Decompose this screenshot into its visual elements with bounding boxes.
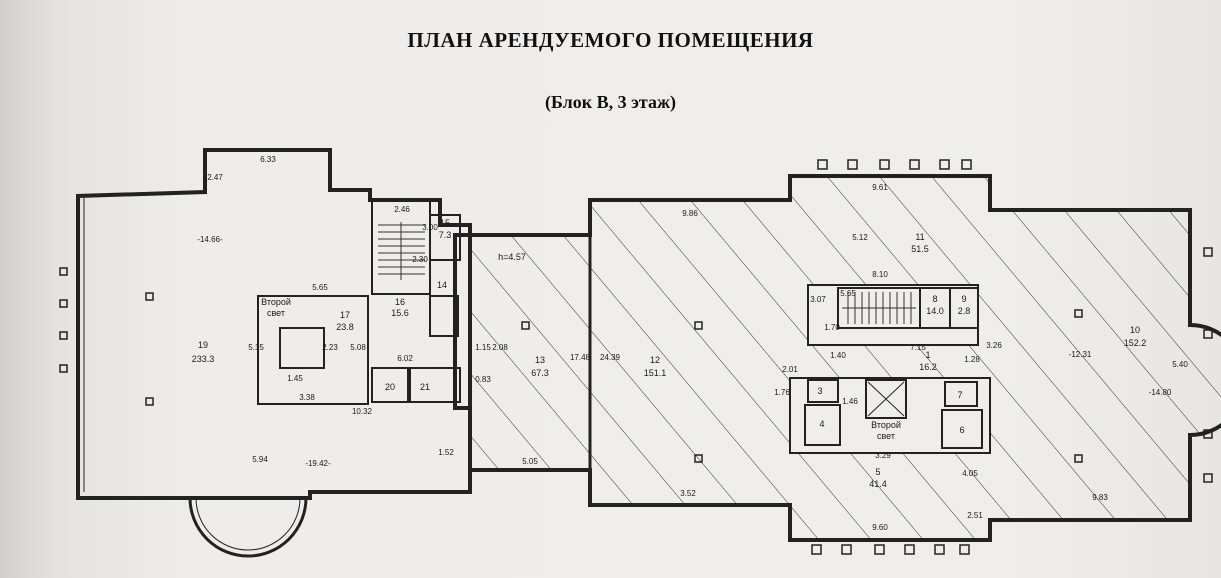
dimension: 1.76 <box>774 388 790 397</box>
left-block-partitions <box>257 199 461 405</box>
room-area: 23.8 <box>336 322 354 332</box>
dimension: 0.83 <box>475 375 491 384</box>
dimension: 5.65 <box>840 289 856 298</box>
dimension: -12.31 <box>1069 350 1092 359</box>
dimension: 6.33 <box>260 155 276 164</box>
dimension: 5.08 <box>350 343 366 352</box>
room-area: 2.8 <box>958 306 971 316</box>
second-light-label: Второй <box>871 420 901 430</box>
room-area: 233.3 <box>192 354 215 364</box>
middle-block <box>468 174 1221 542</box>
column-markers <box>59 159 1213 555</box>
dimension: 1.28 <box>964 355 980 364</box>
dimension: 2.08 <box>492 343 508 352</box>
room-area: 152.2 <box>1124 338 1147 348</box>
room-number: 9 <box>961 294 966 304</box>
right-stairs <box>842 292 916 324</box>
dimension: 5.05 <box>522 457 538 466</box>
dimension: 2.23 <box>322 343 338 352</box>
dimension: 3.52 <box>680 489 696 498</box>
dimension: 10.32 <box>352 407 373 416</box>
dimension: 9.86 <box>682 209 698 218</box>
room-number: 14 <box>437 280 447 290</box>
dimension: 24.39 <box>600 353 621 362</box>
room-number: 15 <box>440 218 450 228</box>
dimension: 1.40 <box>830 351 846 360</box>
dimension: -14.80 <box>1149 388 1172 397</box>
dimension: 2.01 <box>782 365 798 374</box>
dimension: 1.15 <box>475 343 491 352</box>
dimension: 1.70 <box>824 323 840 332</box>
dimension: 3.07 <box>810 295 826 304</box>
dimension: 2.47 <box>207 173 223 182</box>
room-number: 19 <box>198 340 208 350</box>
room-number: 8 <box>932 294 937 304</box>
dimension: 9.61 <box>872 183 888 192</box>
second-light-label: свет <box>267 308 285 318</box>
dimension-labels: 6.33 2.47 -14.66- 2.46 3.00 2.30 5.65 5.… <box>197 155 1188 532</box>
room-number: 4 <box>819 419 824 429</box>
dimension: 5.15 <box>248 343 264 352</box>
dimension: 5.40 <box>1172 360 1188 369</box>
right-core <box>789 284 991 454</box>
room-number: 16 <box>395 297 405 307</box>
dimension: 5.65 <box>312 283 328 292</box>
room-number: 10 <box>1130 325 1140 335</box>
dimension: 6.02 <box>397 354 413 363</box>
dimension: 17.48 <box>570 353 591 362</box>
dimension: 3.00 <box>422 223 438 232</box>
room-area: 67.3 <box>531 368 549 378</box>
plan-title: ПЛАН АРЕНДУЕМОГО ПОМЕЩЕНИЯ <box>407 28 814 52</box>
room-area: 151.1 <box>644 368 667 378</box>
dimension: 5.12 <box>852 233 868 242</box>
second-light-label: свет <box>877 431 895 441</box>
room-number: 6 <box>959 425 964 435</box>
room-area: 41.4 <box>869 479 887 489</box>
dimension: 1.46 <box>842 397 858 406</box>
room-number: 13 <box>535 355 545 365</box>
dimension: 9.83 <box>1092 493 1108 502</box>
dimension: 3.29 <box>875 451 891 460</box>
plan-subtitle: (Блок В, 3 этаж) <box>544 92 677 112</box>
dimension: 7.15 <box>910 343 926 352</box>
dimension: 3.26 <box>986 341 1002 350</box>
room-number: 1 <box>925 350 930 360</box>
room-number: 12 <box>650 355 660 365</box>
room-number: 3 <box>817 386 822 396</box>
room-labels: 19 233.3 17 23.8 16 15.6 15 7.3 14 13 67… <box>192 218 1147 489</box>
room-number: 11 <box>915 232 924 242</box>
room-area: 51.5 <box>911 244 929 254</box>
dimension: 5.94 <box>252 455 268 464</box>
dimension: 2.46 <box>394 205 410 214</box>
room-number: 21 <box>420 382 430 392</box>
dimension: 2.30 <box>412 255 428 264</box>
dimension: 2.51 <box>967 511 983 520</box>
dimension: 1.52 <box>438 448 454 457</box>
dimension: -14.66- <box>197 235 223 244</box>
left-stairs <box>378 222 425 280</box>
room-area: 14.0 <box>926 306 944 316</box>
room-number: 20 <box>385 382 395 392</box>
room-number: 17 <box>340 310 350 320</box>
second-light-label: Второй <box>261 297 291 307</box>
dimension: 1.45 <box>287 374 303 383</box>
left-block-walls <box>76 148 472 558</box>
dimension: 8.10 <box>872 270 888 279</box>
room-number: 7 <box>957 390 962 400</box>
dimension: 4.05 <box>962 469 978 478</box>
height-label: h=4.57 <box>498 252 526 262</box>
room-area: 15.6 <box>391 308 409 318</box>
room-area: 16.2 <box>919 362 937 372</box>
dimension: 9.60 <box>872 523 888 532</box>
room-number: 5 <box>875 467 880 477</box>
room-area: 7.3 <box>439 230 452 240</box>
dimension: -19.42- <box>305 459 331 468</box>
dimension: 3.38 <box>299 393 315 402</box>
